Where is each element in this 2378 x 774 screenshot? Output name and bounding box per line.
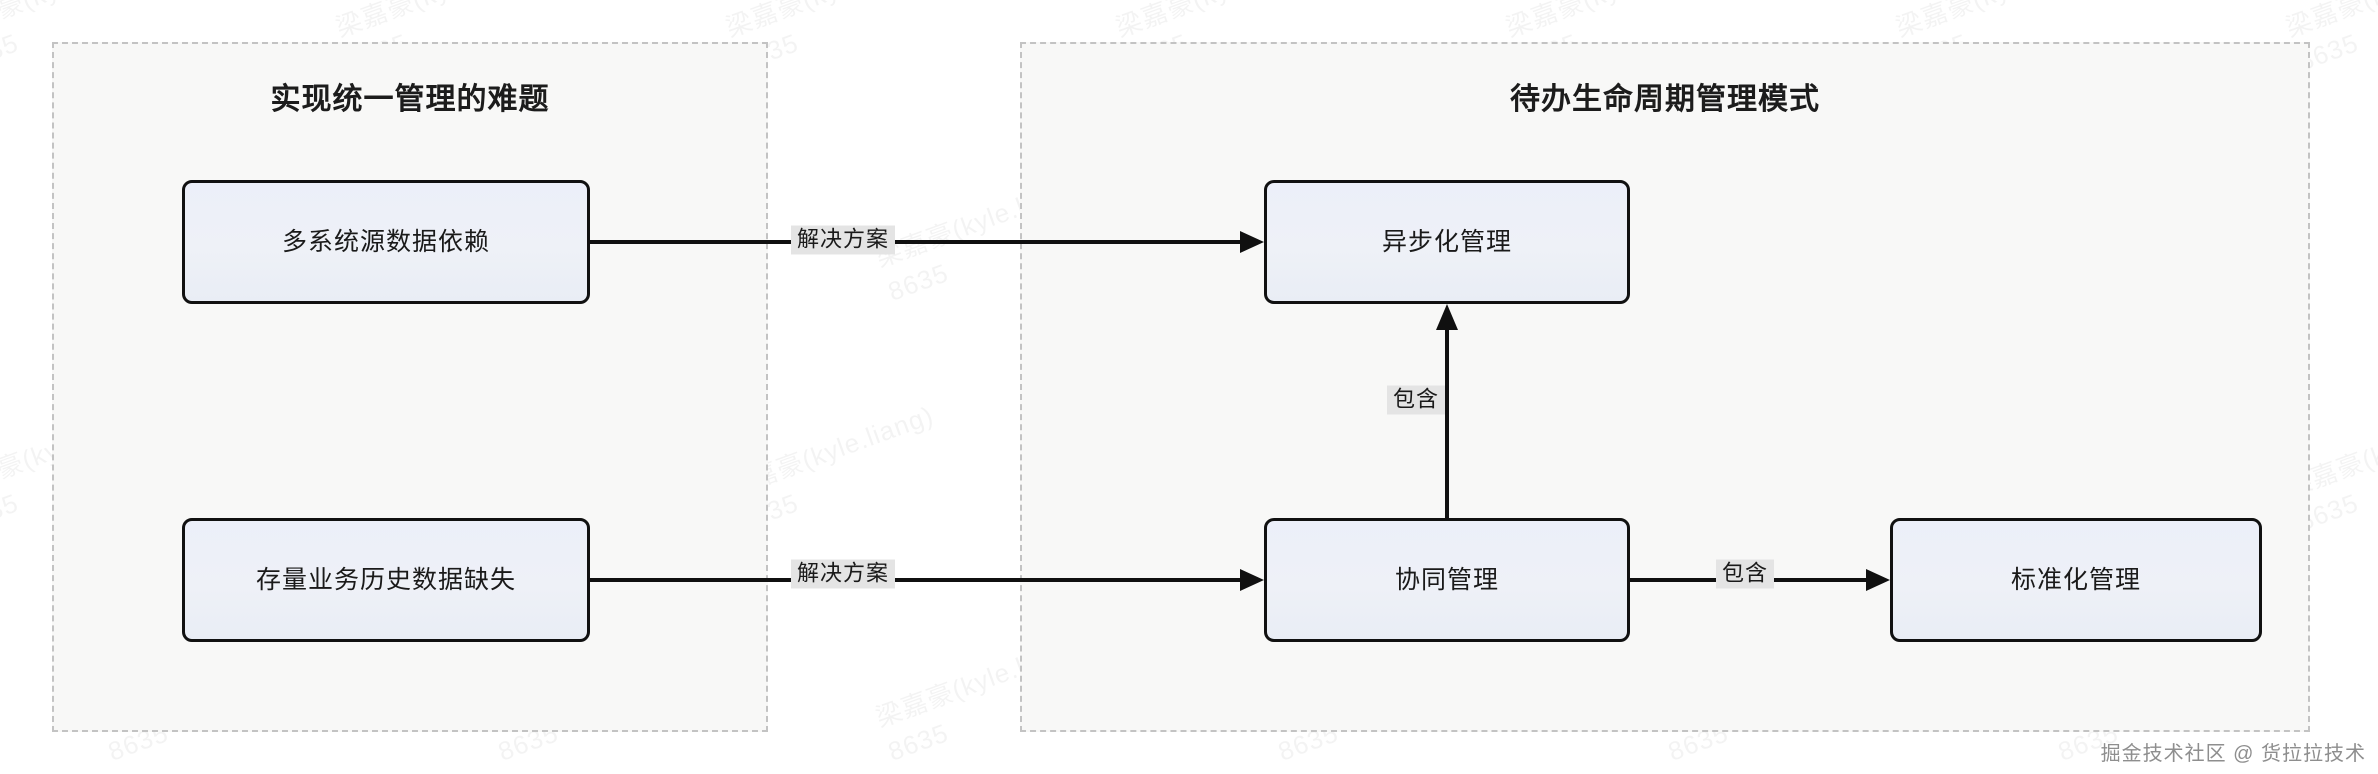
- edge-label-solution-2: 解决方案: [790, 559, 896, 589]
- node-label: 协同管理: [1394, 565, 1499, 594]
- group-title-solution: 待办生命周期管理模式: [1510, 83, 1820, 116]
- edge-label-contains-vertical: 包含: [1386, 385, 1446, 415]
- group-title-problems: 实现统一管理的难题: [270, 83, 550, 116]
- node-standardized-management[interactable]: 标准化管理: [1890, 518, 2262, 642]
- node-async-management[interactable]: 异步化管理: [1264, 180, 1630, 304]
- node-legacy-history-data-missing[interactable]: 存量业务历史数据缺失: [182, 518, 590, 642]
- credit-text: 掘金技术社区 @ 货拉拉技术: [2100, 743, 2366, 765]
- node-multi-system-source-dependency[interactable]: 多系统源数据依赖: [182, 180, 590, 304]
- edge-label-contains-horizontal: 包含: [1715, 559, 1775, 589]
- node-label: 多系统源数据依赖: [281, 227, 490, 256]
- node-label: 异步化管理: [1381, 227, 1512, 256]
- edge-label-solution-1: 解决方案: [790, 225, 896, 255]
- node-collaborative-management[interactable]: 协同管理: [1264, 518, 1630, 642]
- node-label: 标准化管理: [2010, 565, 2141, 594]
- node-label: 存量业务历史数据缺失: [255, 565, 516, 594]
